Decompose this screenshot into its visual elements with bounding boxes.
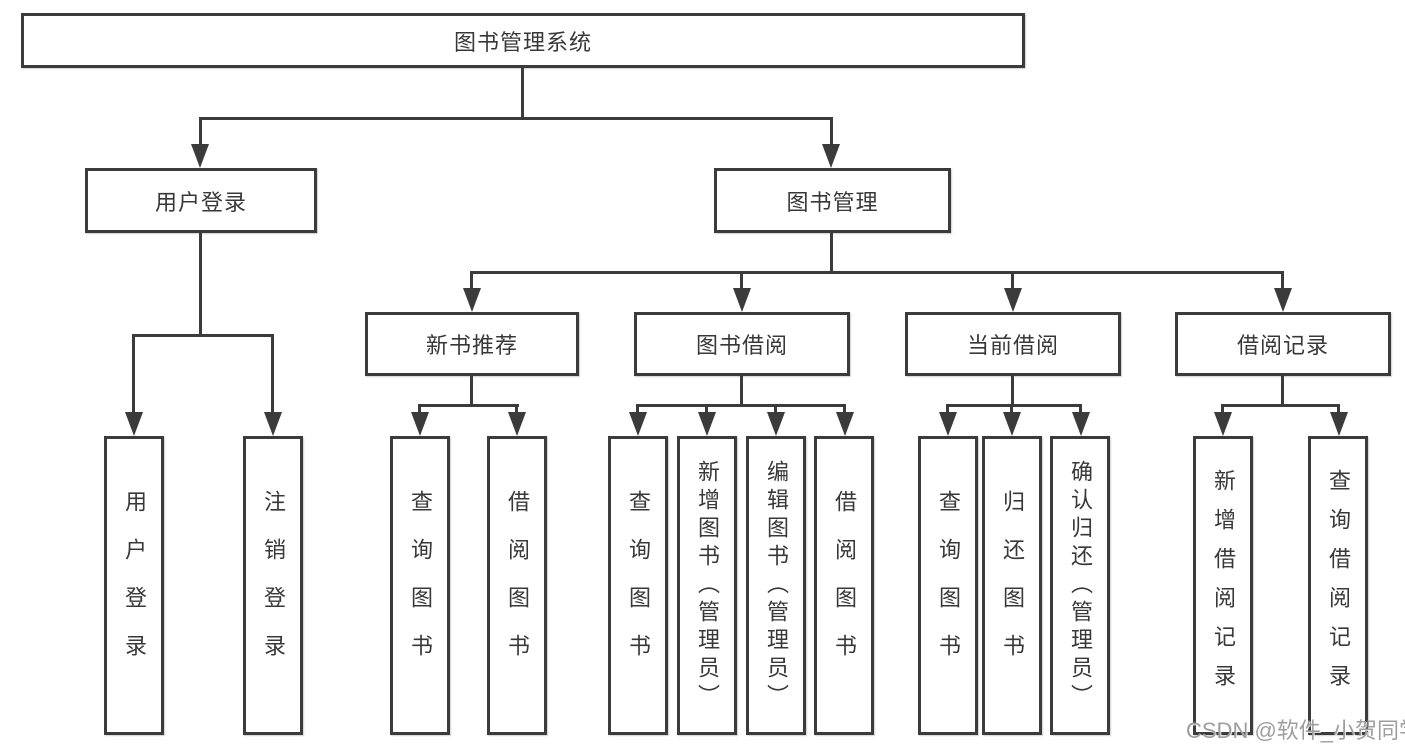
- arrow-down-icon: [1330, 412, 1348, 436]
- leaf-cb-return-books: 归还图书: [982, 436, 1042, 735]
- arrow-down-icon: [1274, 288, 1292, 312]
- leaf-bb-add-books-admin-label: 新增图书（管理员）: [695, 459, 720, 712]
- connector-line: [521, 68, 524, 118]
- leaf-nbr-query-books: 查询图书: [390, 436, 450, 735]
- leaf-br-query-record-label: 查询借阅记录: [1326, 468, 1351, 703]
- node-root: 图书管理系统: [21, 13, 1025, 68]
- connector-line: [1281, 376, 1284, 406]
- leaf-cb-confirm-return-admin: 确认归还（管理员）: [1050, 436, 1110, 735]
- connector-line: [199, 117, 202, 157]
- connector-line: [418, 404, 519, 407]
- leaf-cb-query-books: 查询图书: [918, 436, 978, 735]
- connector-line: [1281, 271, 1284, 301]
- arrow-down-icon: [264, 412, 282, 436]
- leaf-user-login: 用户登录: [104, 436, 164, 735]
- node-borrow-record: 借阅记录: [1175, 312, 1391, 376]
- arrow-down-icon: [767, 412, 785, 436]
- leaf-br-add-record-label: 新增借阅记录: [1211, 468, 1236, 703]
- leaf-cb-return-books-label: 归还图书: [1000, 489, 1025, 682]
- leaf-bb-query-books-label: 查询图书: [626, 489, 651, 682]
- connector-line: [1011, 376, 1014, 406]
- arrow-down-icon: [836, 412, 854, 436]
- node-new-book-rec-label: 新书推荐: [425, 333, 518, 358]
- node-book-borrow-label: 图书借阅: [695, 333, 788, 358]
- arrow-down-icon: [822, 144, 840, 168]
- leaf-bb-edit-books-admin: 编辑图书（管理员）: [746, 436, 806, 735]
- connector-line: [636, 404, 846, 407]
- leaf-bb-query-books: 查询图书: [608, 436, 668, 735]
- node-current-borrow: 当前借阅: [905, 312, 1121, 376]
- arrow-down-icon: [411, 412, 429, 436]
- leaf-nbr-borrow-books: 借阅图书: [487, 436, 547, 735]
- leaf-nbr-query-books-label: 查询图书: [408, 489, 433, 682]
- connector-line: [470, 271, 473, 301]
- connector-line: [470, 271, 1284, 274]
- connector-line: [740, 271, 743, 301]
- connector-line: [199, 117, 833, 120]
- arrow-down-icon: [1214, 412, 1232, 436]
- leaf-br-query-record: 查询借阅记录: [1308, 436, 1368, 735]
- connector-line: [470, 376, 473, 406]
- connector-line: [830, 117, 833, 157]
- arrow-down-icon: [1004, 288, 1022, 312]
- arrow-down-icon: [191, 144, 209, 168]
- connector-line: [199, 233, 202, 336]
- connector-line: [740, 376, 743, 406]
- connector-line: [132, 334, 135, 426]
- node-root-label: 图书管理系统: [453, 29, 592, 55]
- connector-line: [830, 233, 833, 273]
- node-user-login: 用户登录: [85, 168, 317, 233]
- leaf-nbr-borrow-books-label: 借阅图书: [505, 489, 530, 682]
- arrow-down-icon: [629, 412, 647, 436]
- arrow-down-icon: [698, 412, 716, 436]
- node-borrow-record-label: 借阅记录: [1236, 333, 1329, 358]
- connector-line: [946, 404, 1082, 407]
- connector-line: [132, 334, 274, 337]
- leaf-bb-add-books-admin: 新增图书（管理员）: [677, 436, 737, 735]
- node-book-borrow: 图书借阅: [634, 312, 850, 376]
- node-book-mgmt: 图书管理: [714, 168, 951, 233]
- leaf-bb-edit-books-admin-label: 编辑图书（管理员）: [764, 459, 789, 712]
- arrow-down-icon: [733, 288, 751, 312]
- leaf-logout-label: 注销登录: [261, 489, 286, 682]
- leaf-bb-borrow-books-label: 借阅图书: [832, 489, 857, 682]
- leaf-cb-query-books-label: 查询图书: [936, 489, 961, 682]
- arrow-down-icon: [1072, 412, 1090, 436]
- node-user-login-label: 用户登录: [154, 189, 247, 215]
- leaf-logout: 注销登录: [243, 436, 303, 735]
- node-book-mgmt-label: 图书管理: [786, 189, 879, 215]
- leaf-cb-confirm-return-admin-label: 确认归还（管理员）: [1068, 459, 1093, 712]
- connector-line: [1221, 404, 1339, 407]
- leaf-bb-borrow-books: 借阅图书: [814, 436, 874, 735]
- node-current-borrow-label: 当前借阅: [966, 333, 1059, 358]
- arrow-down-icon: [463, 288, 481, 312]
- leaf-user-login-label: 用户登录: [122, 489, 147, 682]
- connector-line: [1011, 271, 1014, 301]
- node-new-book-rec: 新书推荐: [365, 312, 579, 376]
- arrow-down-icon: [1003, 412, 1021, 436]
- csdn-watermark: CSDN @软件_小贺同学: [1186, 718, 1405, 743]
- arrow-down-icon: [939, 412, 957, 436]
- arrow-down-icon: [508, 412, 526, 436]
- leaf-br-add-record: 新增借阅记录: [1193, 436, 1253, 735]
- connector-line: [271, 334, 274, 426]
- arrow-down-icon: [125, 412, 143, 436]
